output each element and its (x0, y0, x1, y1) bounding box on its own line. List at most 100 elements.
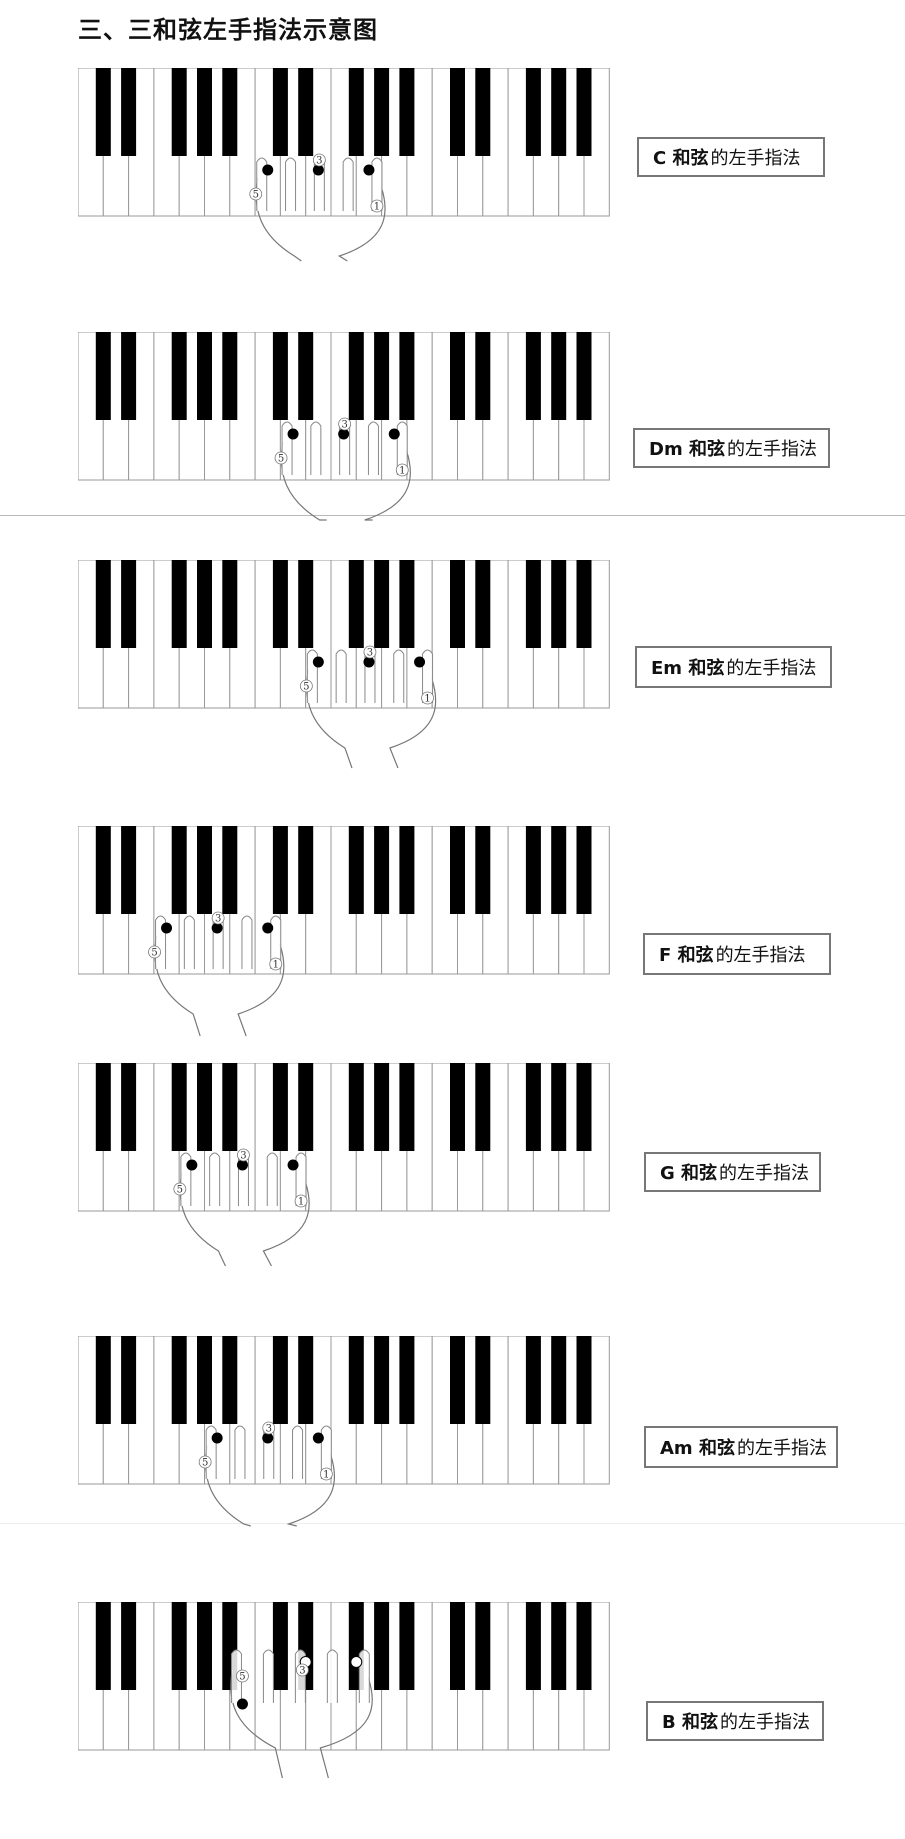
note-dot (161, 922, 173, 934)
chord-label-bold: F 和弦 (659, 945, 714, 966)
finger-number-circle (198, 1455, 212, 1469)
black-key (450, 1336, 465, 1424)
black-key (576, 332, 592, 420)
finger-number: 1 (273, 960, 279, 971)
finger-number-circle (262, 1421, 276, 1435)
chord-label-text: 的左手指法 (736, 1438, 827, 1459)
black-key (272, 332, 288, 420)
chord-label-text: 的左手指法 (719, 1163, 810, 1184)
black-key (222, 826, 238, 914)
black-key (298, 560, 314, 648)
black-key (576, 68, 592, 156)
chord-label-text: 的左手指法 (720, 1712, 810, 1733)
finger-number-circle (249, 187, 263, 201)
black-key (576, 560, 592, 648)
finger-number: 5 (253, 190, 259, 201)
black-key (374, 826, 390, 914)
black-key (399, 560, 415, 648)
black-key (197, 68, 212, 156)
black-key (450, 560, 465, 648)
finger-number-circle (148, 945, 161, 959)
black-key (399, 68, 415, 156)
finger-number: 3 (299, 1666, 305, 1677)
hand-finger (358, 1649, 370, 1703)
hand-finger (342, 157, 354, 211)
note-dot (312, 1432, 324, 1444)
black-key (298, 1063, 314, 1151)
black-key (475, 68, 491, 156)
finger-number: 3 (341, 420, 347, 431)
finger-number: 5 (202, 1458, 208, 1469)
black-key (95, 560, 111, 648)
black-key (475, 1602, 491, 1690)
finger-number-circle (319, 1467, 333, 1481)
hand-finger (295, 1152, 307, 1206)
black-key (95, 332, 111, 420)
black-key (95, 1336, 111, 1424)
black-key (399, 1063, 415, 1151)
finger-number-circle (173, 1182, 187, 1196)
black-key (525, 560, 541, 648)
hand-finger (320, 1425, 332, 1479)
finger-number-circle (211, 911, 225, 925)
chord-label-bold: Am 和弦 (660, 1438, 735, 1459)
black-key (399, 1602, 415, 1690)
hand-finger (266, 1152, 278, 1206)
black-key (171, 1602, 187, 1690)
keyboard-dm: 531 (78, 332, 610, 521)
black-key (348, 1063, 364, 1151)
black-key (450, 1602, 465, 1690)
black-key (171, 560, 187, 648)
hand-finger (326, 1649, 338, 1703)
finger-number: 1 (323, 1470, 329, 1481)
black-key (298, 1336, 314, 1424)
finger-number: 3 (367, 648, 373, 659)
black-key (197, 826, 212, 914)
finger-number: 1 (298, 1197, 304, 1208)
black-key (475, 1336, 491, 1424)
black-key (576, 1602, 592, 1690)
chord-label-bold: Em 和弦 (651, 658, 725, 679)
keyboard-am: 5 3 1 (78, 1336, 610, 1527)
hand-finger (396, 421, 408, 475)
black-key (551, 826, 567, 914)
chord-label-am: Am 和弦的左手指法 (644, 1426, 838, 1468)
finger-number: 1 (424, 694, 430, 705)
note-dot (236, 1159, 248, 1171)
black-key (475, 560, 491, 648)
black-key (348, 826, 364, 914)
black-key (272, 826, 288, 914)
black-key (272, 1602, 288, 1690)
black-key (374, 68, 390, 156)
chord-label-text: 的左手指法 (710, 148, 801, 169)
keyboard-f: 531 (78, 826, 610, 1037)
black-key (551, 560, 567, 648)
black-key (576, 1336, 592, 1424)
section-divider (0, 1523, 905, 1524)
black-key (348, 332, 364, 420)
black-key (374, 1063, 390, 1151)
black-key (551, 68, 567, 156)
black-key (525, 68, 541, 156)
black-key (121, 1063, 137, 1151)
black-key (348, 560, 364, 648)
hand-finger (183, 915, 195, 969)
note-dot (388, 428, 400, 440)
black-key (171, 1063, 187, 1151)
finger-number: 3 (266, 1424, 272, 1435)
black-key (450, 332, 465, 420)
black-key (525, 332, 541, 420)
black-key (551, 332, 567, 420)
hand-finger (393, 649, 405, 703)
chord-label-bold: B 和弦 (662, 1712, 718, 1733)
chord-diagram-am: 5 3 1 (78, 1336, 610, 1528)
finger-number: 3 (215, 914, 221, 925)
finger-number-circle (312, 153, 326, 167)
hand-finger (285, 157, 297, 211)
black-key (197, 332, 212, 420)
